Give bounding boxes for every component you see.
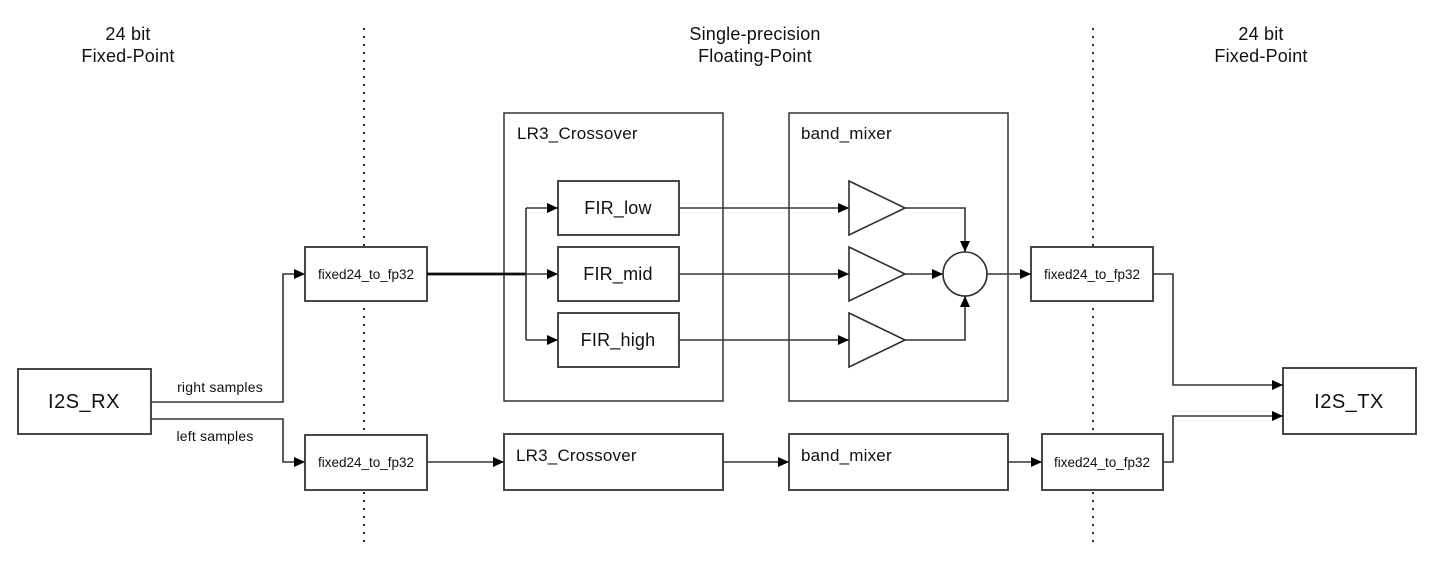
i2s-tx-label: I2S_TX [1314,391,1384,413]
fir-mid-label: FIR_mid [583,264,652,285]
edge-rx-left-samples [151,418,305,467]
edge-conv-top-right-to-tx [1153,273,1283,390]
i2s-rx-label: I2S_RX [48,391,120,413]
edge-amp-high-to-sum [905,296,970,341]
crossover-top-title: LR3_Crossover [517,124,638,143]
conv-top-left-label: fixed24_to_fp32 [318,267,414,282]
fir-low-label: FIR_low [584,198,652,219]
left-samples-label: left samples [176,428,253,444]
edge-amp-low-to-sum [905,207,970,252]
edge-rx-right-samples [151,269,305,403]
header-middle-line1: Single-precision [689,24,820,44]
crossover-bottom-label: LR3_Crossover [516,446,637,465]
conv-bottom-right-label: fixed24_to_fp32 [1054,455,1150,470]
conv-bottom-left-label: fixed24_to_fp32 [318,455,414,470]
mixer-top-title: band_mixer [801,124,892,143]
conv-bottom-left-block [304,434,428,491]
header-right-line2: Fixed-Point [1214,46,1307,66]
header-middle-line2: Floating-Point [698,46,812,66]
header-left-line1: 24 bit [105,24,150,44]
right-samples-label: right samples [177,379,263,395]
header-left-line2: Fixed-Point [81,46,174,66]
i2s-rx-block [17,368,152,435]
i2s-tx-block [1282,367,1417,435]
conv-top-right-label: fixed24_to_fp32 [1044,267,1140,282]
edge-conv-bottom-right-to-tx [1163,411,1283,463]
fir-high-label: FIR_high [581,330,656,351]
sum-node-circle [942,251,988,297]
header-right-line1: 24 bit [1238,24,1283,44]
crossover-bottom-block [503,433,724,491]
mixer-bottom-label: band_mixer [801,446,892,465]
fir-mid-block [557,246,680,302]
conv-bottom-right-block [1041,433,1164,491]
